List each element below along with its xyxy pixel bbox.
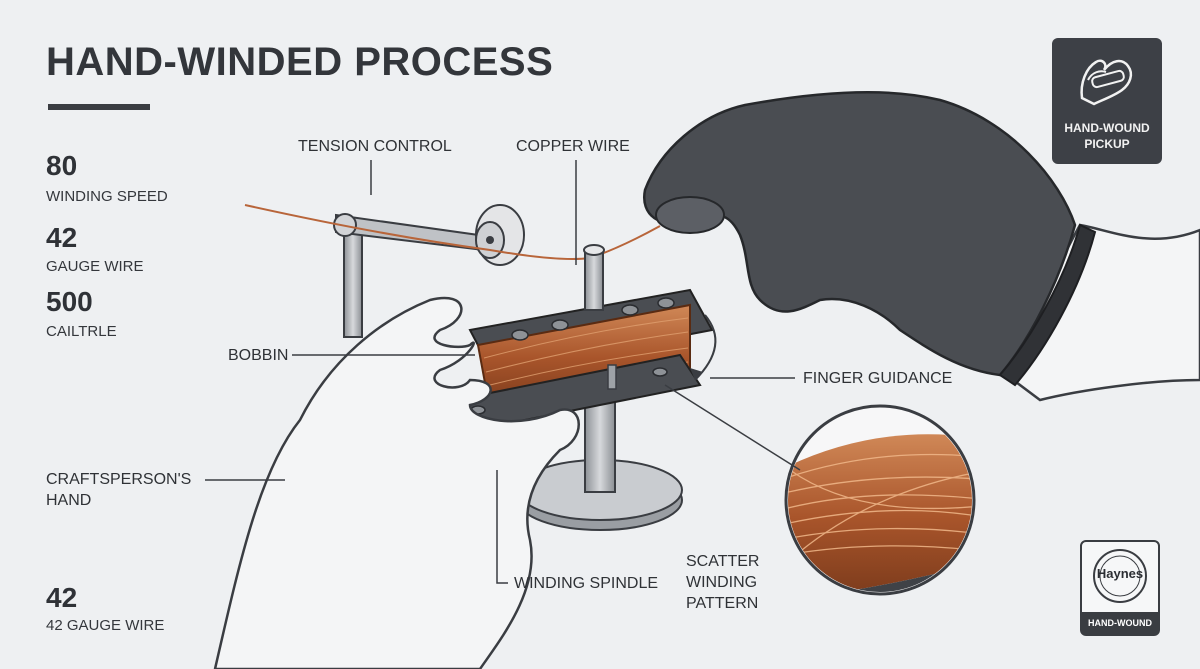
copper-wire-strand xyxy=(244,204,661,260)
gloved-hand xyxy=(642,91,1200,402)
stat-label-gauge: GAUGE WIRE xyxy=(46,258,144,275)
callout-tension-control: TENSION CONTROL xyxy=(298,138,452,155)
tension-arm xyxy=(333,204,525,338)
callout-copper-wire: COPPER WIRE xyxy=(516,138,630,155)
title-underline xyxy=(48,104,150,110)
seal-icon xyxy=(1093,549,1147,603)
callout-bobbin: BOBBIN xyxy=(228,347,289,364)
seal-footer: HAND-WOUND xyxy=(1082,612,1158,634)
stat-label-winding-speed: WINDING SPEED xyxy=(46,188,168,205)
stat-label-third: CAILTRLE xyxy=(46,323,117,340)
callout-lines xyxy=(205,160,801,584)
footer-stat-label: 42 GAUGE WIRE xyxy=(46,617,165,634)
hand-pickup-icon xyxy=(1080,59,1133,106)
scatter-pattern-zoom xyxy=(784,404,976,596)
stat-value-third: 500 xyxy=(46,286,93,317)
callout-winding-spindle: WINDING SPINDLE xyxy=(514,575,659,592)
footer-stat-value: 42 xyxy=(46,582,78,613)
maker-seal-badge: Haynes HAND-WOUND xyxy=(1080,540,1160,636)
callout-finger-guidance: FINGER GUIDANCE xyxy=(803,370,953,387)
seal-name: Haynes xyxy=(1096,566,1144,581)
stat-value-winding-speed: 80 xyxy=(46,150,78,181)
craftsperson-hand xyxy=(213,296,580,669)
callout-scatter-pattern: SCATTER WINDING PATTERN xyxy=(686,553,760,612)
hand-wound-badge: HAND-WOUND PICKUP xyxy=(1052,38,1162,164)
bobbin xyxy=(453,244,714,432)
spindle-base xyxy=(517,399,683,531)
badge-top-text: HAND-WOUND PICKUP xyxy=(1064,121,1150,152)
callout-craftsperson-hand: CRAFTSPERSON'S HAND xyxy=(46,471,192,509)
stat-value-gauge: 42 xyxy=(46,222,78,253)
page-title: HAND-WINDED PROCESS xyxy=(46,40,554,84)
